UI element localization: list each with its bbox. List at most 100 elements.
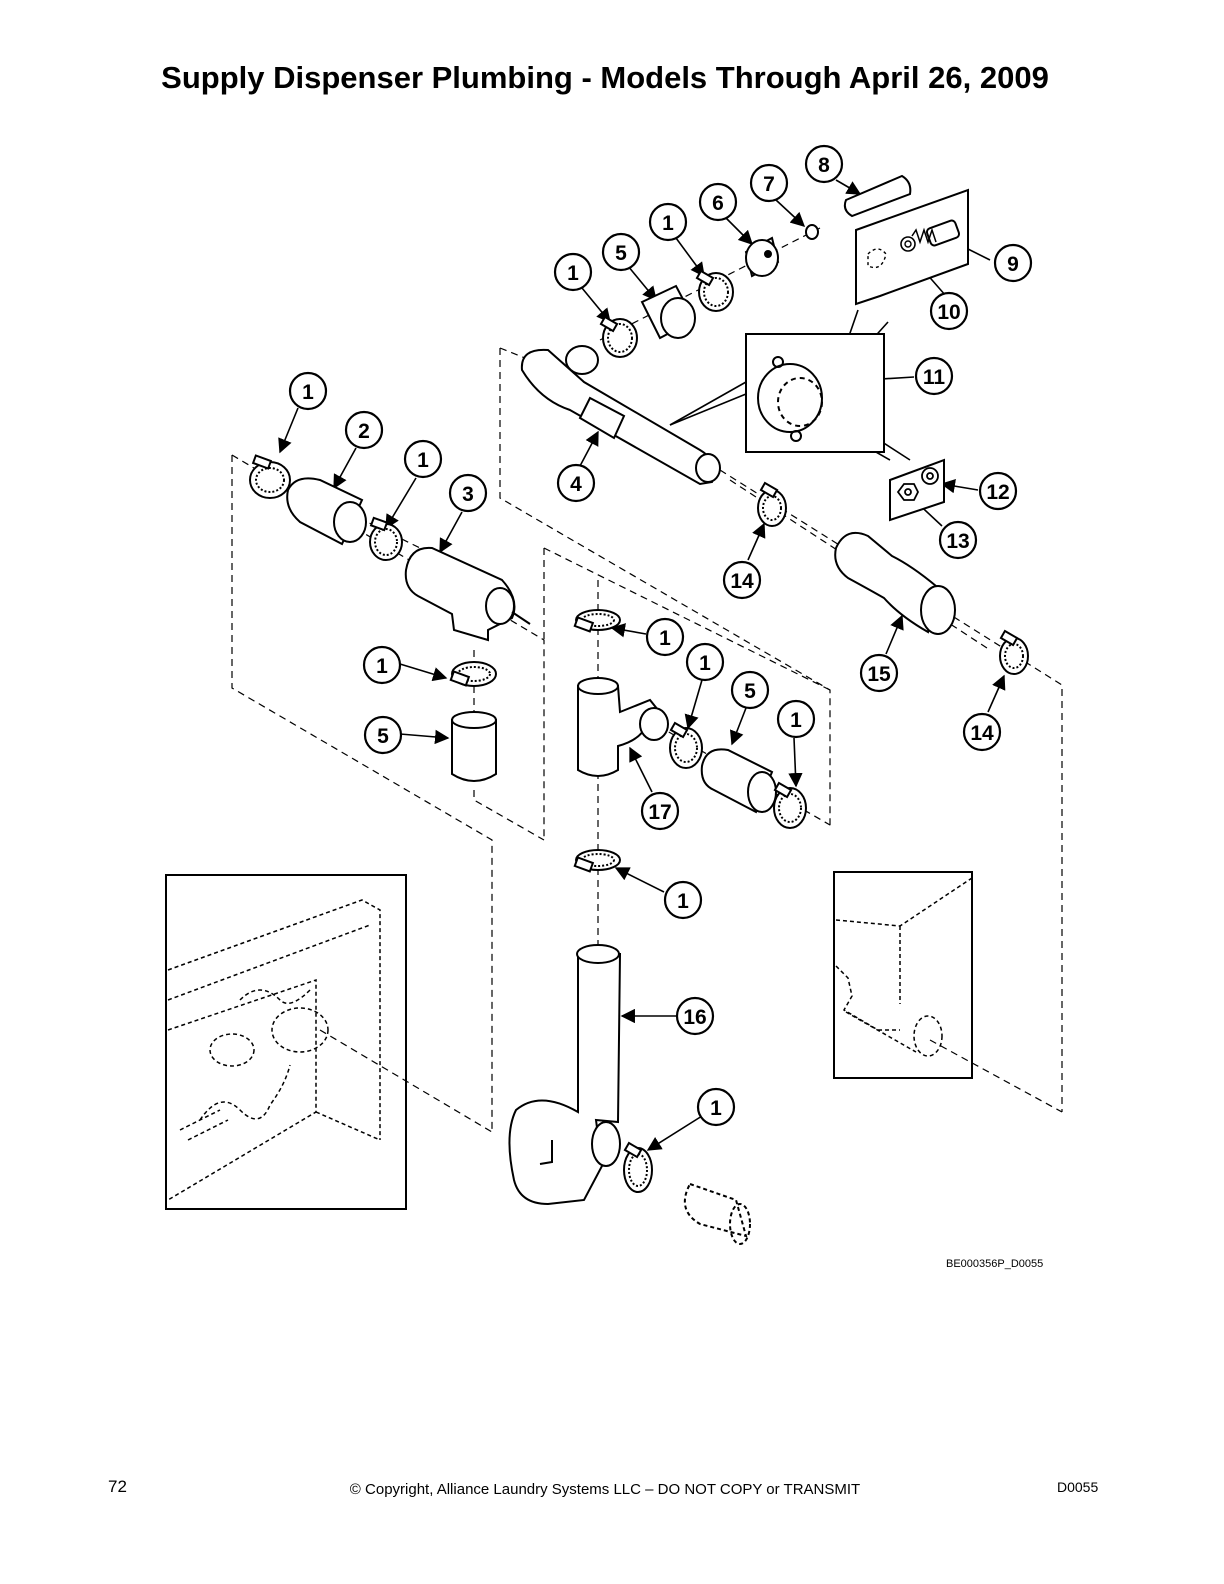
hose-8 xyxy=(843,174,912,218)
detail-insets xyxy=(165,188,973,1210)
copyright-notice: © Copyright, Alliance Laundry Systems LL… xyxy=(349,1481,861,1498)
svg-text:17: 17 xyxy=(648,801,671,824)
svg-text:6: 6 xyxy=(712,192,724,215)
svg-text:1: 1 xyxy=(302,381,314,404)
cabinet-interior-left xyxy=(167,899,381,1201)
cap-6 xyxy=(744,236,780,278)
hose-clamp-icon xyxy=(773,781,807,829)
callout-10: 10 xyxy=(929,291,969,331)
coupling-2 xyxy=(286,477,367,546)
svg-text:1: 1 xyxy=(567,262,579,285)
callout-16: 16 xyxy=(675,996,715,1036)
svg-text:12: 12 xyxy=(986,481,1009,504)
callout-5: 5 xyxy=(601,232,641,272)
callout-1: 1 xyxy=(362,645,402,685)
svg-text:1: 1 xyxy=(677,890,689,913)
document-code: D0055 xyxy=(1057,1479,1099,1495)
svg-text:15: 15 xyxy=(867,663,891,686)
hose-clamp-icon xyxy=(449,661,497,687)
callout-1: 1 xyxy=(403,439,443,479)
cabinet-interior-right xyxy=(835,877,973,1057)
connecting-hose-dashed xyxy=(683,1182,751,1245)
svg-text:2: 2 xyxy=(358,420,370,443)
bracket-icon xyxy=(757,356,823,442)
svg-text:9: 9 xyxy=(1007,253,1019,276)
svg-text:3: 3 xyxy=(462,483,474,506)
callout-6: 6 xyxy=(698,182,738,222)
lock-washer-icon xyxy=(921,467,939,485)
coupling-5c xyxy=(700,748,777,814)
hose-clamp-icon xyxy=(573,849,621,873)
callout-5: 5 xyxy=(363,715,403,755)
hose-clamp-icon xyxy=(999,629,1029,675)
svg-text:5: 5 xyxy=(377,725,389,748)
svg-text:14: 14 xyxy=(730,570,754,593)
hose-clamp-icon xyxy=(249,454,291,499)
svg-text:7: 7 xyxy=(763,173,775,196)
screw-inset-frame xyxy=(855,188,969,306)
callout-2: 2 xyxy=(344,410,384,450)
tee-pipe-3 xyxy=(404,546,531,642)
svg-text:1: 1 xyxy=(699,652,711,675)
callout-1: 1 xyxy=(553,252,593,292)
page-number: 72 xyxy=(108,1477,127,1496)
svg-text:14: 14 xyxy=(970,722,994,745)
hose-clamp-icon xyxy=(757,481,787,527)
hose-clamp-icon xyxy=(695,269,734,312)
callout-1: 1 xyxy=(776,699,816,739)
callout-1: 1 xyxy=(685,642,725,682)
parts xyxy=(249,174,1029,1245)
bracket-inset-frame xyxy=(745,333,885,453)
svg-text:1: 1 xyxy=(376,655,388,678)
hose-clamp-icon xyxy=(669,721,703,769)
svg-text:4: 4 xyxy=(570,473,582,496)
callout-13: 13 xyxy=(938,520,978,560)
svg-text:8: 8 xyxy=(818,154,830,177)
callout-labels: 8 7 6 1 5 1 9 10 11 1 2 1 3 4 12 13 14 1… xyxy=(288,144,1033,1127)
cabinet-right-inset xyxy=(833,871,973,1079)
svg-text:5: 5 xyxy=(744,680,756,703)
svg-text:1: 1 xyxy=(417,449,429,472)
svg-text:1: 1 xyxy=(790,709,802,732)
callout-15: 15 xyxy=(859,653,899,693)
coupling-5b xyxy=(451,711,497,782)
callout-7: 7 xyxy=(749,163,789,203)
callout-9: 9 xyxy=(993,243,1033,283)
hose-clamp-icon xyxy=(369,516,403,561)
drain-trap-16 xyxy=(508,944,622,1206)
screw-icon xyxy=(911,219,961,247)
reducer-hose-15 xyxy=(834,532,956,635)
hose-clamp-icon xyxy=(599,315,638,358)
small-clamp-7 xyxy=(805,224,819,240)
coupling-5a xyxy=(640,284,696,340)
callout-3: 3 xyxy=(448,473,488,513)
callout-1: 1 xyxy=(696,1087,736,1127)
callout-4: 4 xyxy=(556,463,596,503)
callout-5: 5 xyxy=(730,670,770,710)
callout-8: 8 xyxy=(804,144,844,184)
nut-icon xyxy=(896,483,920,501)
svg-text:1: 1 xyxy=(659,627,671,650)
callout-14: 14 xyxy=(722,560,762,600)
elbow-pipe-4 xyxy=(520,345,721,486)
callout-1: 1 xyxy=(648,202,688,242)
svg-text:11: 11 xyxy=(923,366,946,389)
page-title: Supply Dispenser Plumbing - Models Throu… xyxy=(161,60,1049,95)
tee-pipe-17 xyxy=(577,677,669,777)
callout-11: 11 xyxy=(914,356,954,396)
callout-1: 1 xyxy=(288,371,328,411)
figure-id: BE000356P_D0055 xyxy=(946,1258,1044,1270)
hose-clamp-icon xyxy=(573,609,621,633)
svg-text:13: 13 xyxy=(946,530,969,553)
inset-contents xyxy=(167,219,973,1201)
callout-1: 1 xyxy=(645,617,685,657)
callout-12: 12 xyxy=(978,471,1018,511)
washer-icon xyxy=(900,236,916,252)
svg-text:1: 1 xyxy=(710,1097,722,1120)
callout-17: 17 xyxy=(640,791,680,831)
svg-text:10: 10 xyxy=(937,301,960,324)
svg-text:16: 16 xyxy=(683,1006,706,1029)
hose-clamp-icon xyxy=(623,1141,653,1193)
callout-14: 14 xyxy=(962,712,1002,752)
